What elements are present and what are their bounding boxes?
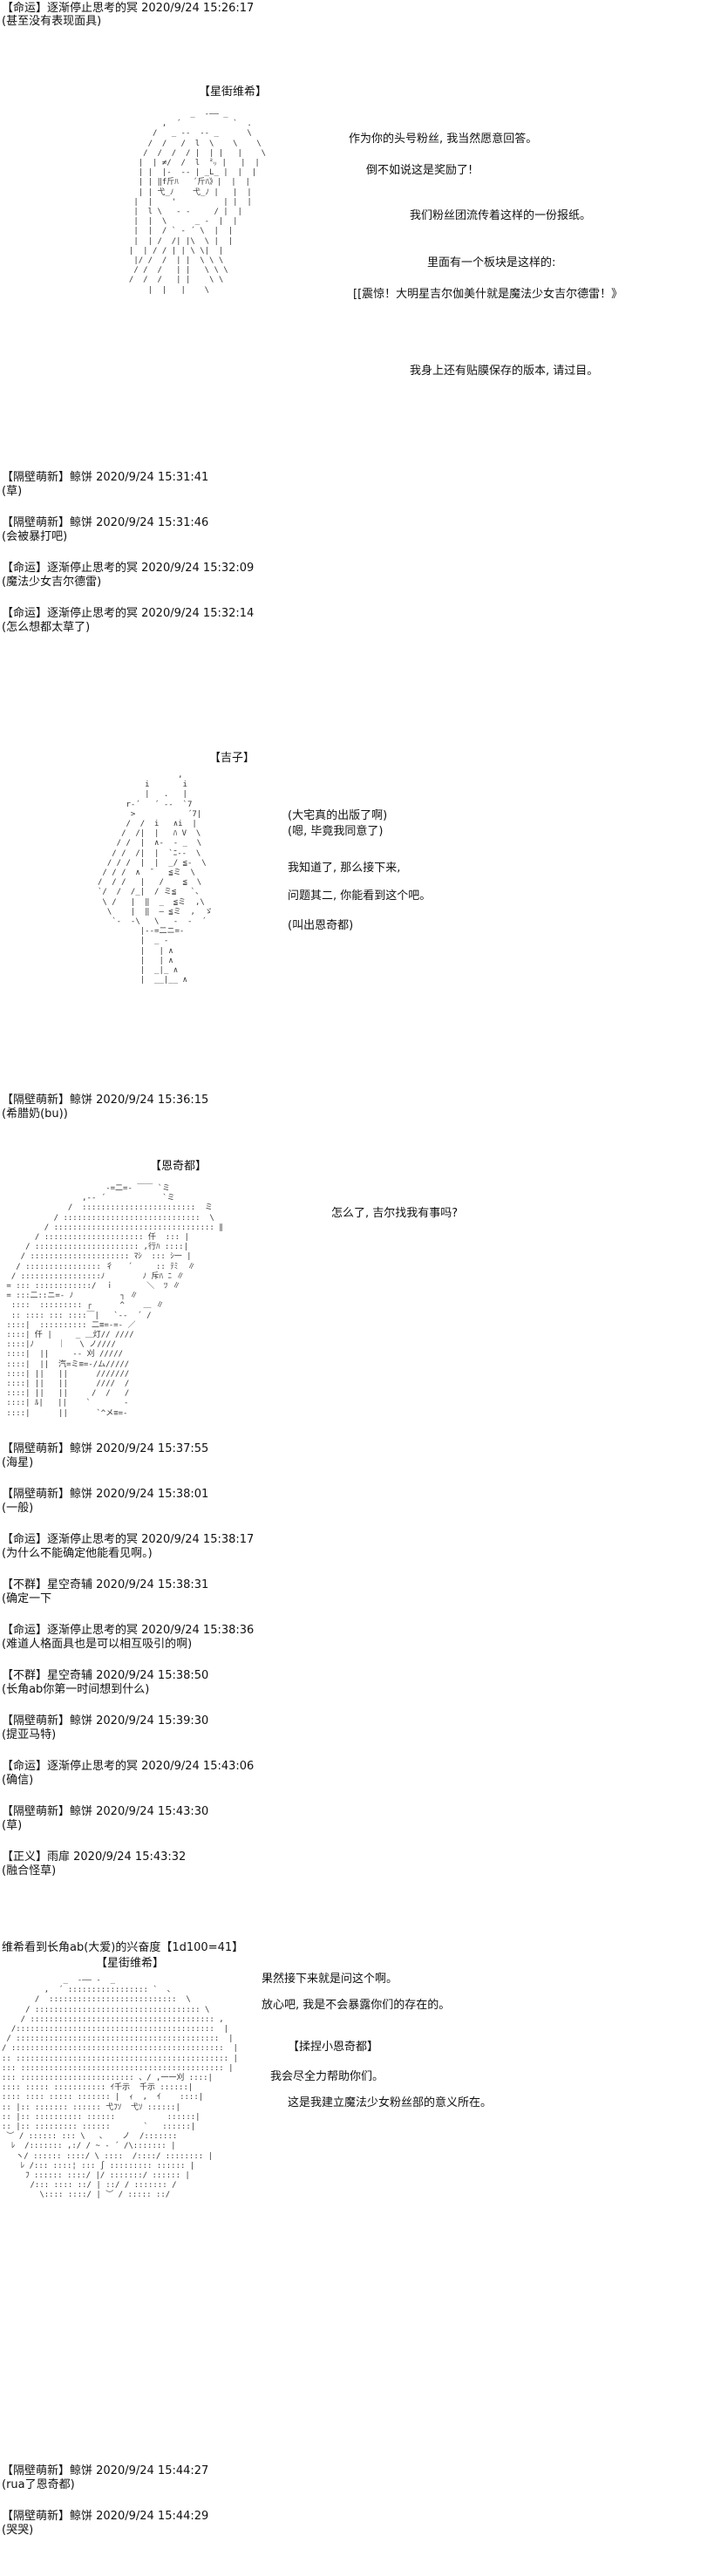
dialogue-line: 我会尽全力帮助你们。	[270, 2070, 384, 2083]
dialogue-line: 这是我建立魔法少女粉丝部的意义所在。	[288, 2096, 493, 2109]
dialogue-line: 里面有一个板块是这样的:	[427, 256, 556, 269]
comment-header: 【命运】逐渐停止思考的冥 2020/9/24 15:32:14	[2, 607, 255, 620]
comment-body: (确定一下	[2, 1592, 52, 1605]
dice-roll-intro: 维希看到长角ab(大爱)的兴奋度【1d100=41】	[2, 1941, 244, 1954]
dialogue-line: (叫出恩奇都)	[288, 919, 354, 932]
comment-header: 【命运】逐渐停止思考的冥 2020/9/24 15:32:09	[2, 562, 255, 575]
comment-body: (魔法少女吉尔德雷)	[2, 576, 102, 589]
comment-body: (长角ab你第一时间想到什么)	[2, 1683, 150, 1696]
comment-body: (怎么想都太草了)	[2, 621, 91, 634]
comment-header: 【隔壁萌新】鲸饼 2020/9/24 15:39:30	[2, 1714, 209, 1728]
dialogue-line: 我知道了, 那么接下来,	[288, 862, 401, 875]
comment-header: 【命运】逐渐停止思考的冥 2020/9/24 15:26:17	[2, 2, 255, 15]
comment-body: (会被暴打吧)	[2, 530, 68, 543]
comment-body: (一般)	[2, 1502, 34, 1515]
comment-body: (确信)	[2, 1774, 34, 1787]
comment-header: 【正义】雨扉 2020/9/24 15:43:32	[2, 1850, 187, 1864]
dialogue-line: 我们粉丝团流传着这样的一份报纸。	[410, 209, 592, 222]
comment-header: 【不群】星空奇辅 2020/9/24 15:38:31	[2, 1578, 209, 1591]
speaker-name: 【星街维希】	[96, 1957, 165, 1970]
ascii-art-character: , i i | . | r‐´ ´ ‐‐ `7 > ´7| / / i ∧i |…	[98, 771, 213, 985]
dialogue-line: (大宅真的出版了啊)	[288, 809, 388, 822]
comment-header: 【隔壁萌新】鲸饼 2020/9/24 15:43:30	[2, 1805, 209, 1818]
dialogue-line: 果然接下来就是问这个啊。	[262, 1973, 398, 1986]
dialogue-line: 放心吧, 我是不会暴露你们的存在的。	[262, 1999, 451, 2012]
ascii-art-character: -=二=- ￣￣ `ミ ,-‐ ´ `ミ / :::::::::::::::::…	[6, 1184, 223, 1418]
comment-body: (草)	[2, 485, 23, 498]
speaker-name: 【揉捏小恩奇都】	[288, 2041, 379, 2054]
comment-header: 【隔壁萌新】鲸饼 2020/9/24 15:31:46	[2, 516, 209, 529]
comment-header: 【隔壁萌新】鲸饼 2020/9/24 15:31:41	[2, 471, 209, 484]
speaker-name: 【星街维希】	[199, 85, 268, 99]
speaker-name: 【恩奇都】	[150, 1160, 207, 1173]
comment-body: (甚至没有表现面具)	[2, 15, 102, 28]
comment-body: (海星)	[2, 1456, 34, 1469]
dialogue-line: (嗯, 毕竟我同意了)	[288, 825, 384, 838]
dialogue-line: 作为你的头号粉丝, 我当然愿意回答。	[349, 133, 538, 146]
comment-header: 【隔壁萌新】鲸饼 2020/9/24 15:36:15	[2, 1094, 209, 1107]
comment-body: (提亚马特)	[2, 1728, 57, 1741]
comment-body: (融合怪草)	[2, 1864, 57, 1877]
comment-header: 【隔壁萌新】鲸饼 2020/9/24 15:37:55	[2, 1442, 209, 1455]
comment-body: (希腊奶(bu))	[2, 1107, 68, 1121]
comment-header: 【命运】逐渐停止思考的冥 2020/9/24 15:38:36	[2, 1624, 255, 1637]
comment-header: 【隔壁萌新】鲸饼 2020/9/24 15:38:01	[2, 1488, 209, 1501]
comment-body: (rua了恩奇都)	[2, 2478, 75, 2491]
dialogue-line: [[震惊！大明星吉尔伽美什就是魔法少女吉尔德雷！》	[353, 288, 623, 301]
comment-header: 【隔壁萌新】鲸饼 2020/9/24 15:44:27	[2, 2464, 209, 2477]
comment-body: (草)	[2, 1819, 23, 1832]
ascii-art-character: _ -—— _ , ´ ` . / _ -‐ ‐- _ \ / / / l \ …	[128, 110, 267, 295]
comment-body: (为什么不能确定他能看见啊。)	[2, 1547, 153, 1560]
comment-body: (难道人格面具也是可以相互吸引的啊)	[2, 1638, 193, 1651]
dialogue-line: 我身上还有贴膜保存的版本, 请过目。	[410, 365, 599, 378]
speaker-name: 【吉子】	[209, 752, 255, 765]
dialogue-line: 倒不如说这是奖励了!	[366, 164, 473, 177]
comment-header: 【命运】逐渐停止思考的冥 2020/9/24 15:43:06	[2, 1760, 255, 1773]
dialogue-line: 问题其二, 你能看到这个吧。	[288, 889, 432, 903]
dialogue-line: 怎么了, 吉尔找我有事吗?	[331, 1207, 459, 1220]
comment-header: 【命运】逐渐停止思考的冥 2020/9/24 15:38:17	[2, 1533, 255, 1546]
comment-header: 【隔壁萌新】鲸饼 2020/9/24 15:44:29	[2, 2510, 209, 2523]
comment-header: 【不群】星空奇辅 2020/9/24 15:38:50	[2, 1669, 209, 1682]
comment-body: (哭哭)	[2, 2524, 34, 2537]
ascii-art-character: _ -—— - _ , ´ ::::::::::::::::: ` 、 / ::…	[2, 1976, 238, 2200]
